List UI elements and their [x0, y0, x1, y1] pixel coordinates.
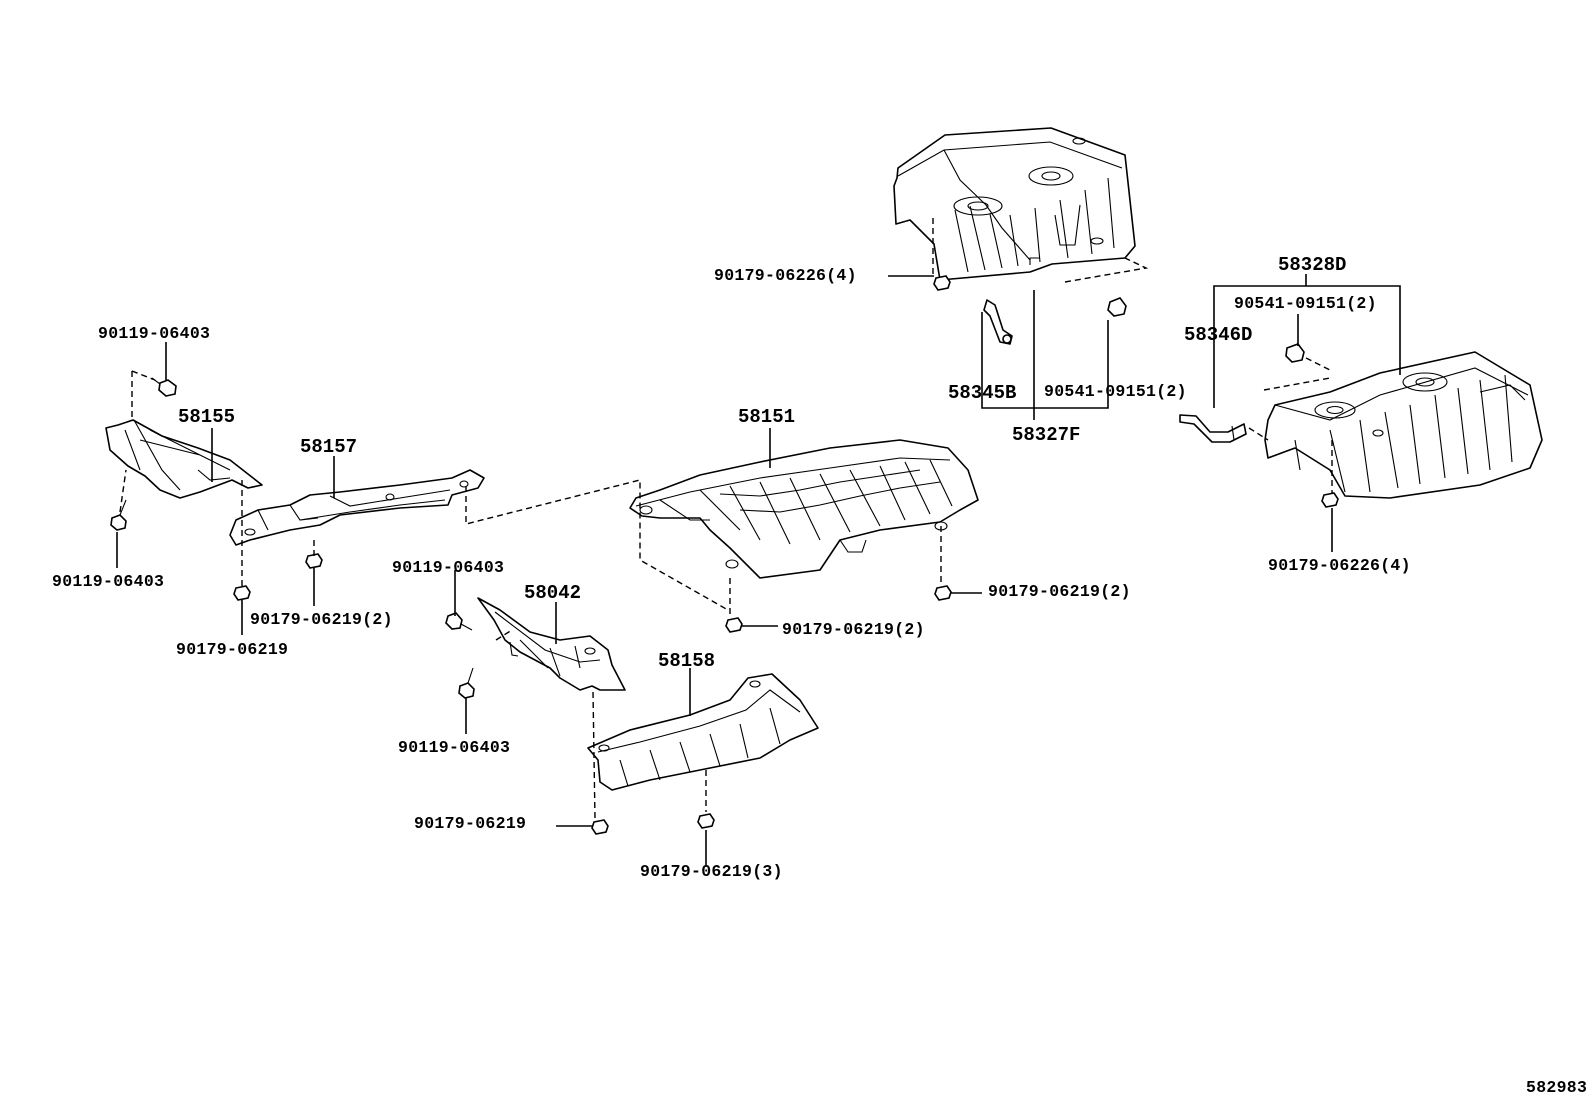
- heat-insulator-58042: [477, 597, 626, 691]
- heat-insulator-58157: [229, 469, 485, 546]
- clip-icon: [1285, 343, 1305, 363]
- label-90179-06226-right: 90179-06226(4): [1268, 556, 1411, 575]
- label-58151: 58151: [738, 406, 796, 428]
- label-90119-06403-mid-bottom: 90119-06403: [398, 738, 511, 757]
- clip-icon: [1107, 297, 1127, 317]
- label-58158: 58158: [658, 650, 716, 672]
- bolt-icon: [445, 612, 473, 631]
- label-90179-06226-top: 90179-06226(4): [714, 266, 857, 285]
- label-90119-06403-left-bottom: 90119-06403: [52, 572, 165, 591]
- label-90179-06219-lower: 90179-06219: [414, 814, 527, 833]
- label-90179-06219-main-left: 90179-06219(2): [782, 620, 925, 639]
- label-90119-06403-mid-top: 90119-06403: [392, 558, 505, 577]
- dashed-assembly-lines: [119, 218, 1333, 821]
- label-58042: 58042: [524, 582, 582, 604]
- diagram-id: 582983: [1526, 1078, 1588, 1097]
- nut-icon: [591, 819, 609, 835]
- label-90179-06219-left: 90179-06219: [176, 640, 289, 659]
- label-90541-09151-top: 90541-09151(2): [1044, 382, 1187, 401]
- nut-icon: [1321, 492, 1339, 508]
- label-58328d: 58328D: [1278, 254, 1347, 276]
- label-90179-06219-main-right: 90179-06219(2): [988, 582, 1131, 601]
- leader-lines: [116, 274, 1401, 866]
- heat-insulator-58327f: [893, 127, 1136, 281]
- nut-icon: [725, 617, 743, 633]
- bolt-icon: [151, 377, 177, 397]
- nut-icon: [933, 275, 951, 291]
- nut-icon: [233, 585, 251, 601]
- label-58157: 58157: [300, 436, 358, 458]
- bracket-58345b: [983, 299, 1013, 345]
- nut-icon: [934, 585, 952, 601]
- label-90179-06219-lower-3: 90179-06219(3): [640, 862, 783, 881]
- nut-icon: [697, 813, 715, 829]
- bolt-icon: [110, 499, 127, 531]
- label-58327f: 58327F: [1012, 424, 1081, 446]
- label-90541-09151-right: 90541-09151(2): [1234, 294, 1377, 313]
- label-58155: 58155: [178, 406, 236, 428]
- heat-insulator-58158: [587, 673, 819, 791]
- label-58345b: 58345B: [948, 382, 1017, 404]
- heat-insulator-58155: [105, 419, 263, 499]
- label-90119-06403-left-top: 90119-06403: [98, 324, 211, 343]
- bracket-58346d: [1179, 414, 1247, 443]
- label-90179-06219-left-2: 90179-06219(2): [250, 610, 393, 629]
- heat-insulator-58328d: [1264, 351, 1543, 499]
- nut-icon: [305, 553, 323, 569]
- heat-insulator-58151: [629, 439, 979, 579]
- bolt-icon: [458, 667, 475, 699]
- label-58346d: 58346D: [1184, 324, 1253, 346]
